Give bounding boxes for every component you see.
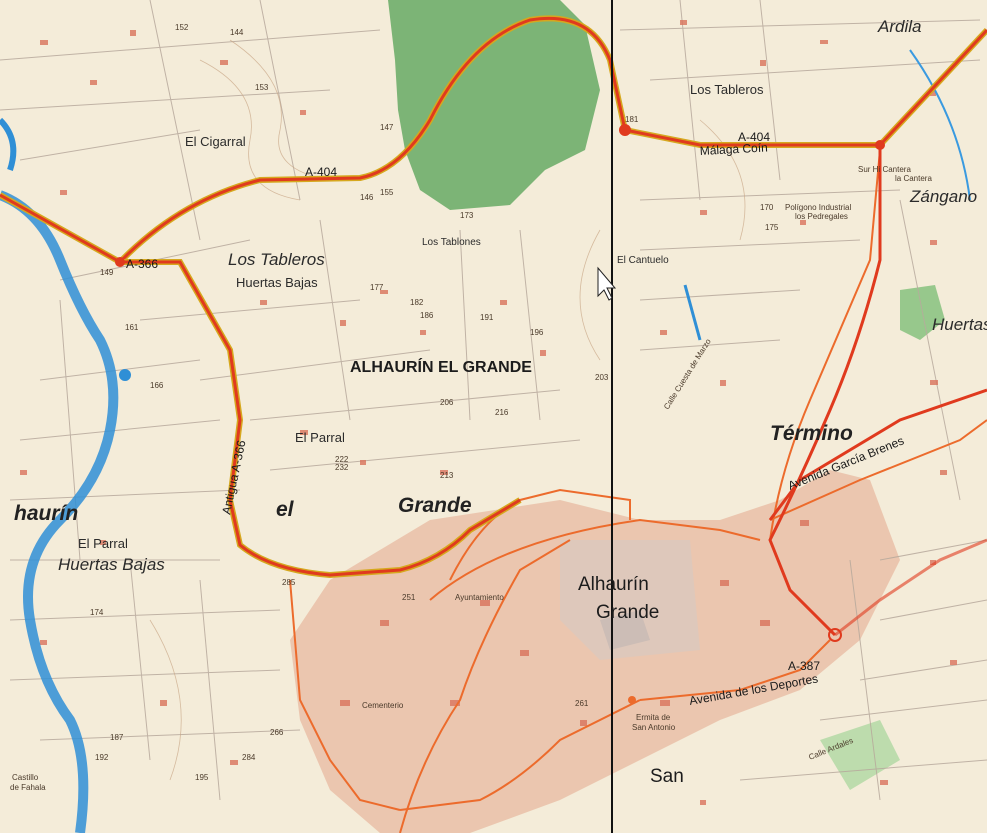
municipality-label: ALHAURÍN EL GRANDE bbox=[350, 357, 532, 376]
region-lettering-left: haurín bbox=[14, 502, 78, 525]
huertas-bajas-label: Huertas Bajas bbox=[236, 275, 318, 290]
spot-height: 222 bbox=[335, 455, 349, 464]
roundabout-northeast bbox=[875, 140, 885, 150]
spot-height: 213 bbox=[440, 471, 454, 480]
spot-heights: 152 144 153 147 146 155 149 170 173 175 … bbox=[90, 23, 779, 782]
spot-height: 182 bbox=[410, 298, 424, 307]
zangano-label: Zángano bbox=[909, 187, 977, 206]
roundabout-north bbox=[619, 124, 631, 136]
stream-ne bbox=[909, 49, 971, 201]
region-lettering-grande: Grande bbox=[398, 494, 472, 517]
spot-height: 155 bbox=[380, 188, 394, 197]
cantera-label: Sur Hi Cantera bbox=[858, 165, 911, 174]
ayuntamiento-label: Ayuntamiento bbox=[455, 593, 504, 602]
ermita-label: Ermita de bbox=[636, 713, 671, 722]
spot-height: 206 bbox=[440, 398, 454, 407]
spot-height: 232 bbox=[335, 463, 349, 472]
huertas-east-label: Huertas bbox=[932, 315, 987, 334]
poligono-label-2: los Pedregales bbox=[795, 212, 848, 221]
spot-height: 144 bbox=[230, 28, 244, 37]
forest-area bbox=[388, 0, 600, 210]
el-cigarral-label: El Cigarral bbox=[185, 134, 246, 149]
spot-height: 285 bbox=[282, 578, 296, 587]
cantera-label-2: la Cantera bbox=[895, 174, 932, 183]
mouse-cursor-icon bbox=[597, 266, 617, 301]
spot-height: 181 bbox=[625, 115, 639, 124]
spot-height: 251 bbox=[402, 593, 416, 602]
spot-height: 284 bbox=[242, 753, 256, 762]
road-number-a404-east: A-404 bbox=[738, 130, 770, 144]
river bbox=[0, 190, 119, 833]
spot-height: 191 bbox=[480, 313, 494, 322]
spot-height: 192 bbox=[95, 753, 109, 762]
contour-lines bbox=[149, 39, 746, 781]
spot-height: 195 bbox=[195, 773, 209, 782]
spot-height: 149 bbox=[100, 268, 114, 277]
los-tablones-label: Los Tablones bbox=[422, 237, 481, 248]
spot-height: 161 bbox=[125, 323, 139, 332]
spot-height: 177 bbox=[370, 283, 384, 292]
stream-east bbox=[683, 284, 702, 341]
spot-height: 186 bbox=[420, 311, 434, 320]
spot-height: 175 bbox=[765, 223, 779, 232]
castillo-label-2: de Fahala bbox=[10, 783, 46, 792]
parcel-lines bbox=[0, 0, 987, 801]
region-lettering-el: el bbox=[276, 498, 295, 521]
huertas-bajas-sw-label: Huertas Bajas bbox=[58, 555, 165, 574]
spot-height: 153 bbox=[255, 83, 269, 92]
spot-height: 266 bbox=[270, 728, 284, 737]
town-name-label: Alhaurín bbox=[578, 574, 649, 595]
el-parral-sw-label: El Parral bbox=[78, 536, 128, 551]
ardila-label: Ardila bbox=[877, 17, 921, 36]
spot-height: 216 bbox=[495, 408, 509, 417]
spot-height: 152 bbox=[175, 23, 189, 32]
road-number-a404-west: A-404 bbox=[305, 165, 337, 179]
los-tableros-label: Los Tableros bbox=[228, 250, 325, 269]
roundabout-west bbox=[115, 257, 125, 267]
road-number-a366: A-366 bbox=[126, 257, 158, 271]
spot-height: 187 bbox=[110, 733, 124, 742]
town-name-label-2: Grande bbox=[596, 602, 659, 623]
spot-height: 173 bbox=[460, 211, 474, 220]
town-center bbox=[560, 540, 700, 660]
castillo-label: Castillo bbox=[12, 773, 39, 782]
main-roads bbox=[0, 15, 987, 637]
spot-height: 147 bbox=[380, 123, 394, 132]
san-label: San bbox=[650, 766, 684, 787]
los-tableros-ne-label: Los Tableros bbox=[690, 82, 764, 97]
malaga-coin-label: Málaga Coín bbox=[699, 140, 768, 158]
buildings bbox=[20, 20, 957, 805]
ermita-label-2: San Antonio bbox=[632, 723, 676, 732]
pond bbox=[119, 369, 131, 381]
spot-height: 146 bbox=[360, 193, 374, 202]
termino-label: Término bbox=[770, 422, 853, 445]
el-cantuelo-label: El Cantuelo bbox=[617, 255, 669, 266]
roundabout-south bbox=[628, 696, 636, 704]
spot-height: 166 bbox=[150, 381, 164, 390]
road-number-a387: A-387 bbox=[788, 659, 820, 673]
stream-nw bbox=[0, 117, 17, 171]
spot-height: 261 bbox=[575, 699, 589, 708]
cementerio-label: Cementerio bbox=[362, 701, 404, 710]
spot-height: 174 bbox=[90, 608, 104, 617]
spot-height: 196 bbox=[530, 328, 544, 337]
spot-height: 170 bbox=[760, 203, 774, 212]
spot-height: 203 bbox=[595, 373, 609, 382]
roundabout-southeast bbox=[828, 628, 842, 642]
poligono-label: Polígono Industrial bbox=[785, 203, 851, 212]
green-patch-south bbox=[820, 720, 900, 790]
el-parral-label: El Parral bbox=[295, 430, 345, 445]
